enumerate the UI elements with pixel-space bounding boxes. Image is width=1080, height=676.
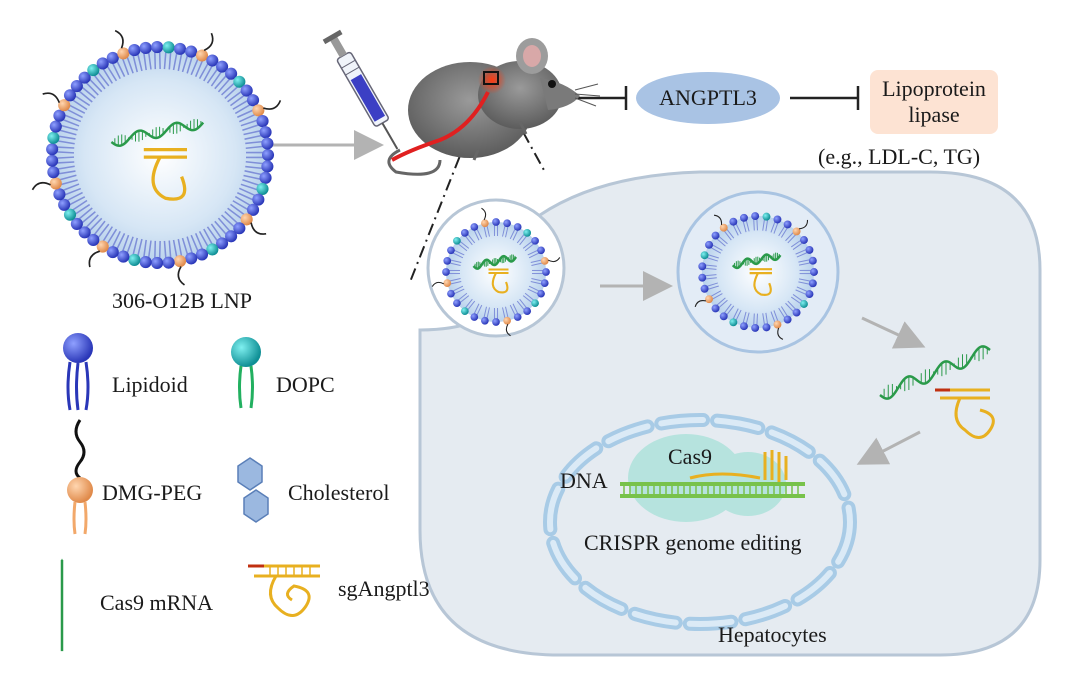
lnp-label: 306-O12B LNP (112, 290, 252, 312)
syringe-icon (323, 30, 406, 154)
dmg-peg-icon (67, 420, 93, 534)
hepatocytes-label: Hepatocytes (718, 624, 827, 646)
legend-dopc-label: DOPC (276, 374, 335, 396)
legend-dmg-peg-label: DMG-PEG (102, 482, 202, 504)
sgrna-icon (248, 566, 320, 616)
cholesterol-icon (238, 458, 268, 522)
lipoprotein-label-line2: lipase (908, 102, 959, 128)
lnp-particle-main (32, 31, 280, 285)
dna-label: DNA (560, 470, 608, 492)
inhibit-angptl3-lipase (790, 86, 858, 110)
lipoprotein-lipase-node: Lipoprotein lipase (870, 70, 998, 134)
legend-cholesterol-label: Cholesterol (288, 482, 389, 504)
angptl3-label: ANGPTL3 (659, 85, 757, 111)
lipoprotein-label-line1: Lipoprotein (882, 76, 986, 102)
mouse-illustration (389, 38, 600, 174)
eg-label: (e.g., LDL-C, TG) (818, 146, 980, 168)
angptl3-node: ANGPTL3 (636, 72, 780, 124)
legend-lipidoid-label: Lipidoid (112, 374, 188, 396)
dopc-icon (231, 337, 261, 408)
legend-cas9-mrna-label: Cas9 mRNA (100, 592, 213, 614)
lipidoid-icon (63, 333, 93, 410)
cas9-label: Cas9 (668, 446, 712, 468)
crispr-label: CRISPR genome editing (584, 532, 802, 554)
legend-sgangptl3-label: sgAngptl3 (338, 578, 430, 600)
